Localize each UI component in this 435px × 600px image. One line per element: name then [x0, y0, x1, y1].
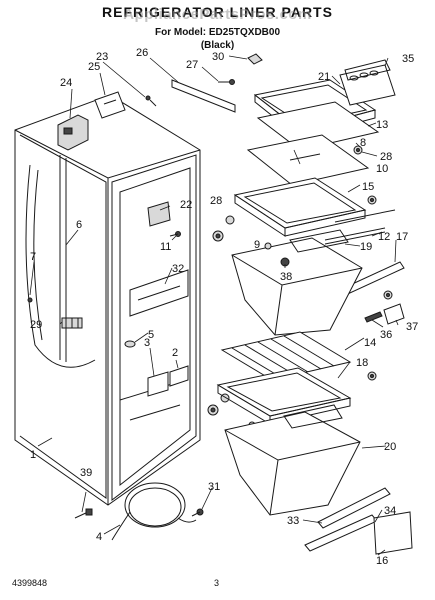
callout-34: 34	[384, 505, 396, 517]
light-shield-3	[147, 371, 169, 397]
rail-12	[334, 209, 396, 223]
crisper-drawer-upper	[231, 229, 363, 336]
screw-27	[218, 79, 235, 85]
callout-10: 10	[376, 163, 388, 175]
callout-37: 37	[406, 321, 418, 333]
callout-12: 12	[378, 231, 390, 243]
screw-11	[169, 231, 181, 237]
callout-15: 15	[362, 181, 374, 193]
crisper-cover-frame-18	[216, 367, 352, 425]
glass-insert-10	[246, 134, 370, 186]
crisper-drawer-20	[224, 404, 361, 516]
knob-9-upper	[264, 242, 272, 250]
callout-1: 1	[30, 449, 36, 461]
screw-23	[145, 95, 157, 107]
thermostat-25	[94, 91, 126, 119]
watermark: AppliancePartsPros.com	[123, 6, 312, 23]
callout-24: 24	[60, 77, 72, 89]
callout-32: 32	[172, 263, 184, 275]
callout-25: 25	[88, 61, 100, 73]
model-number: For Model: ED25TQXDB00	[154, 27, 281, 38]
screw-7	[27, 297, 33, 303]
callout-33: 33	[287, 515, 299, 527]
callout-11: 11	[160, 241, 171, 253]
callout-13: 13	[376, 119, 388, 131]
callout-5: 5	[148, 329, 154, 341]
crisper-cover-frame-15	[233, 177, 367, 237]
slide-36	[364, 311, 383, 323]
callout-23: 23	[96, 51, 108, 63]
bushings-right-lower	[367, 371, 377, 381]
liner-cabinet	[14, 94, 201, 506]
callout-31: 31	[208, 481, 220, 493]
bushings-right-upper	[353, 145, 393, 300]
callout-36: 36	[380, 329, 392, 341]
plug-5	[124, 340, 136, 348]
tubing-4	[111, 482, 197, 541]
callout-22: 22	[180, 199, 192, 211]
rail-19	[324, 227, 386, 241]
callout-19: 19	[360, 241, 372, 253]
callout-17: 17	[396, 231, 408, 243]
utility-bin-35	[339, 59, 396, 106]
callout-6: 6	[76, 219, 82, 231]
callout-2: 2	[172, 347, 178, 359]
callout-21: 21	[318, 71, 330, 83]
light-socket-2	[169, 365, 189, 387]
page-number: 3	[214, 578, 220, 588]
bushings-left	[207, 215, 235, 416]
document-number: 4399848	[12, 578, 48, 588]
callout-7: 7	[30, 251, 36, 263]
callout-16: 16	[376, 555, 388, 567]
callout-28a: 28	[210, 195, 222, 207]
diagram-title: REFRIGERATOR LINER PARTS	[102, 4, 333, 20]
control-housing-24	[57, 114, 89, 151]
callout-9: 9	[254, 239, 260, 251]
callout-38: 38	[280, 271, 292, 283]
callout-27: 27	[186, 59, 198, 71]
clip-39	[74, 508, 93, 519]
leader-lines	[29, 55, 399, 556]
clip-30	[247, 53, 263, 65]
cover-16	[373, 511, 413, 555]
trim-26	[171, 79, 236, 113]
callout-3: 3	[144, 337, 150, 349]
rail-33	[317, 487, 391, 529]
callout-18: 18	[356, 357, 368, 369]
screw-31	[191, 508, 204, 517]
callout-20: 20	[384, 441, 396, 453]
callout-30: 30	[212, 51, 224, 63]
callout-14: 14	[364, 337, 376, 349]
glass-shelf-13	[256, 101, 380, 151]
rail-end-37	[383, 303, 405, 325]
callout-28b: 28	[380, 151, 392, 163]
callout-29: 29	[30, 319, 42, 331]
callout-4: 4	[96, 531, 102, 543]
color-variant: (Black)	[200, 40, 235, 51]
callout-35: 35	[402, 53, 414, 65]
callout-labels: 1 2 3 4 5 6 7 8 9 10 11 12 13 14 15 16 1…	[30, 47, 418, 567]
callout-8: 8	[360, 137, 366, 149]
callout-26: 26	[136, 47, 148, 59]
callout-39: 39	[80, 467, 92, 479]
rail-34	[304, 514, 378, 552]
